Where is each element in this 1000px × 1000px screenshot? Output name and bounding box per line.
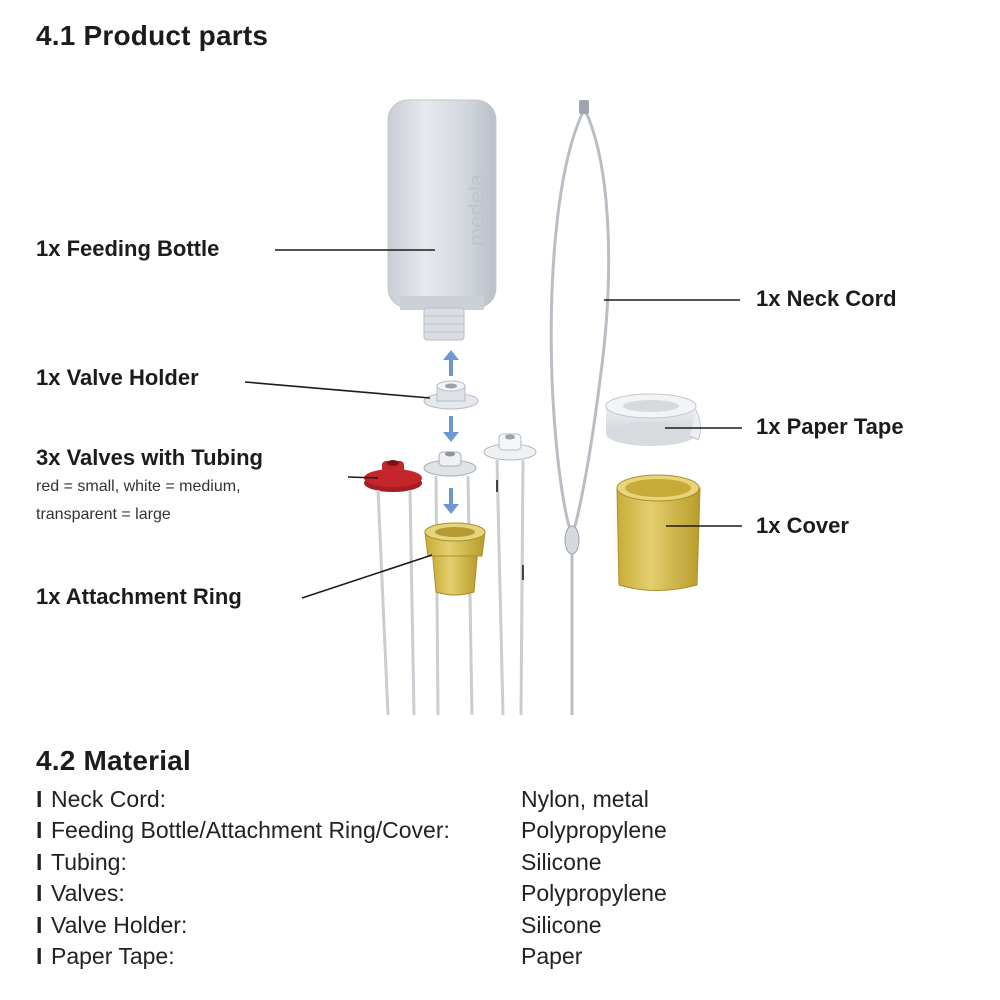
material-row: I Feeding Bottle/Attachment Ring/Cover: … <box>36 817 736 849</box>
valves-size-note-line2: transparent = large <box>36 506 171 523</box>
label-paper-tape: 1x Paper Tape <box>756 414 904 439</box>
material-part: Neck Cord: <box>51 786 167 812</box>
cover-icon <box>616 474 701 591</box>
transparent-valve-icon <box>483 433 537 461</box>
bullet: I <box>36 817 43 843</box>
feeding-bottle-icon <box>387 99 497 341</box>
attachment-ring-icon <box>424 522 486 596</box>
material-value: Silicone <box>521 912 602 938</box>
material-value: Polypropylene <box>521 880 667 906</box>
bullet: I <box>36 786 43 812</box>
material-value: Silicone <box>521 849 602 875</box>
valve-holder-icon <box>423 380 479 410</box>
bottle-brand-text: medela <box>464 173 489 246</box>
material-row: I Tubing: Silicone <box>36 849 736 881</box>
label-valve-holder: 1x Valve Holder <box>36 365 199 390</box>
bullet: I <box>36 849 43 875</box>
arrow-up-icon <box>443 350 459 376</box>
red-valve-icon <box>364 460 422 492</box>
section-title-product-parts: 4.1 Product parts <box>36 20 269 51</box>
neck-cord-icon <box>549 111 611 715</box>
material-row: I Valve Holder: Silicone <box>36 912 736 944</box>
material-row: I Neck Cord: Nylon, metal <box>36 786 736 818</box>
material-part: Valve Holder: <box>51 912 188 938</box>
material-part: Paper Tape: <box>51 943 175 969</box>
arrow-down-icon <box>443 488 459 514</box>
material-value: Polypropylene <box>521 817 667 843</box>
neck-cord-bead-icon <box>564 525 580 555</box>
white-valve-icon <box>423 451 477 477</box>
material-value: Nylon, metal <box>521 786 649 812</box>
bullet: I <box>36 943 43 969</box>
bullet: I <box>36 912 43 938</box>
bullet: I <box>36 880 43 906</box>
paper-tape-icon <box>605 393 702 446</box>
section-title-material: 4.2 Material <box>36 745 191 776</box>
material-part: Feeding Bottle/Attachment Ring/Cover: <box>51 817 450 843</box>
label-cover: 1x Cover <box>756 513 849 538</box>
label-valves-with-tubing: 3x Valves with Tubing <box>36 445 263 470</box>
material-row: I Valves: Polypropylene <box>36 880 736 912</box>
label-attachment-ring: 1x Attachment Ring <box>36 584 242 609</box>
neck-cord-clasp-icon <box>579 100 589 114</box>
leader-lines <box>244 249 742 599</box>
material-value: Paper <box>521 943 583 969</box>
valves-size-note-line1: red = small, white = medium, <box>36 478 241 495</box>
label-feeding-bottle: 1x Feeding Bottle <box>36 236 220 261</box>
material-row: I Paper Tape: Paper <box>36 943 736 975</box>
product-parts-illustration: medela <box>244 99 742 716</box>
label-neck-cord: 1x Neck Cord <box>756 286 897 311</box>
material-part: Valves: <box>51 880 125 906</box>
material-part: Tubing: <box>51 849 127 875</box>
tubing-icon <box>376 459 525 716</box>
arrow-down-icon <box>443 416 459 442</box>
